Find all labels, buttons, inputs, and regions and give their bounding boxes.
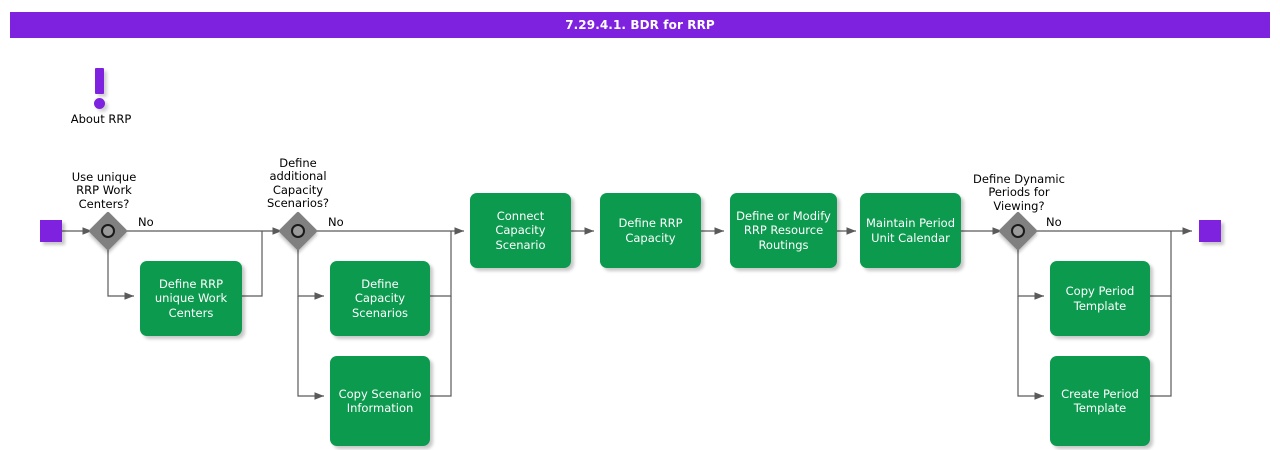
gateway-define-dynamic-periods-for-viewing[interactable] — [998, 211, 1038, 251]
task-create-period-template[interactable]: Create Period Template — [1050, 356, 1150, 446]
about-rrp-label: About RRP — [70, 112, 132, 126]
gateway-define-dynamic-periods-for-viewing-label: Define Dynamic Periods for Viewing? — [973, 172, 1065, 213]
task-maintain-period-unit-calendar[interactable]: Maintain Period Unit Calendar — [860, 193, 961, 268]
task-label: Connect Capacity Scenario — [495, 208, 546, 252]
task-connect-capacity-scenario[interactable]: Connect Capacity Scenario — [470, 193, 571, 268]
task-label: Copy Scenario Information — [338, 386, 422, 415]
gateway-ring-icon — [101, 224, 115, 238]
exclamation-icon — [95, 68, 104, 94]
task-define-capacity-scenarios[interactable]: Define Capacity Scenarios — [330, 261, 430, 336]
gateway-ring-icon — [1011, 224, 1025, 238]
edge-label-no-capacity-scenarios: No — [328, 215, 344, 229]
task-label: Define or Modify RRP Resource Routings — [736, 208, 831, 252]
task-copy-scenario-information[interactable]: Copy Scenario Information — [330, 356, 430, 446]
task-define-rrp-unique-work-centers[interactable]: Define RRP unique Work Centers — [140, 261, 242, 336]
task-label: Define Capacity Scenarios — [352, 276, 408, 320]
task-label: Copy Period Template — [1065, 284, 1135, 313]
page-title: 7.29.4.1. BDR for RRP — [565, 18, 715, 32]
task-define-or-modify-rrp-resource-routings[interactable]: Define or Modify RRP Resource Routings — [730, 193, 837, 268]
end-event[interactable] — [1199, 220, 1221, 242]
about-rrp-note[interactable]: About RRP — [71, 68, 131, 126]
gateway-use-unique-rrp-work-centers-label: Use unique RRP Work Centers? — [71, 170, 137, 211]
exclamation-dot-icon — [94, 98, 105, 109]
gateway-define-additional-capacity-scenarios[interactable] — [278, 211, 318, 251]
task-define-rrp-capacity[interactable]: Define RRP Capacity — [600, 193, 701, 268]
task-label: Maintain Period Unit Calendar — [866, 216, 956, 245]
edge-label-no-dynamic-periods: No — [1046, 215, 1062, 229]
task-label: Define RRP unique Work Centers — [154, 276, 228, 320]
edge-label-no-work-centers: No — [138, 215, 154, 229]
gateway-define-additional-capacity-scenarios-label: Define additional Capacity Scenarios? — [266, 156, 330, 210]
gateway-ring-icon — [291, 224, 305, 238]
gateway-use-unique-rrp-work-centers[interactable] — [88, 211, 128, 251]
task-label: Define RRP Capacity — [618, 216, 683, 245]
task-label: Create Period Template — [1061, 386, 1139, 415]
start-event[interactable] — [40, 220, 62, 242]
diagram-title-bar: 7.29.4.1. BDR for RRP — [10, 12, 1270, 38]
task-copy-period-template[interactable]: Copy Period Template — [1050, 261, 1150, 336]
